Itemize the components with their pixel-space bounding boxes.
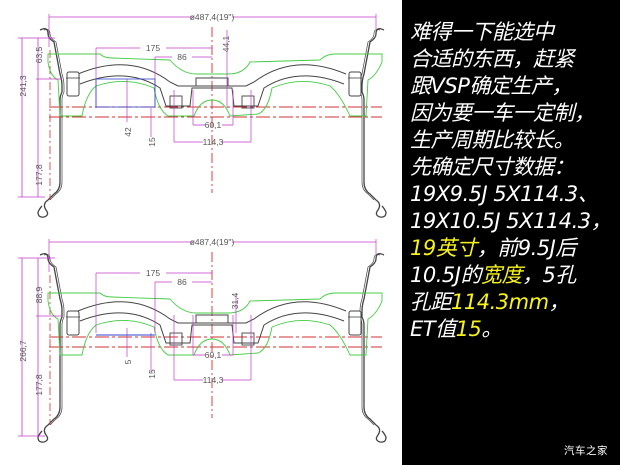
drawing-front-wheel: ø487,4(19") 175 86 44,1 241,3 63,5 177,8 42 15 60… xyxy=(18,12,387,218)
highlight-text: 宽度 xyxy=(480,263,523,287)
watermark: 汽车之家 xyxy=(564,445,608,457)
panel-line: 19X9.5J 5X114.3、 xyxy=(410,182,599,206)
panel-text: ，前9.5J后 xyxy=(476,236,577,260)
panel-line: 合适的东西，赶紧 xyxy=(410,47,575,71)
wheel-face-profile xyxy=(47,292,383,356)
panel-line: 跟VSP确定生产， xyxy=(410,74,572,98)
dim-diameter: ø487,4(19") xyxy=(190,12,235,22)
dim-left-upper: 88,9 xyxy=(34,286,44,303)
rim-right-inner xyxy=(359,254,381,426)
dim-175: 175 xyxy=(146,268,160,278)
panel-line: 19英寸，前9.5J后 xyxy=(410,236,576,260)
panel-text: 因为要一车一定制， xyxy=(410,101,595,125)
panel-line: 难得一下能选中 xyxy=(410,20,554,44)
lug-boss-right xyxy=(241,332,255,346)
panel-text: 合适的东西，赶紧 xyxy=(410,47,575,71)
panel-line: 先确定尺寸数据： xyxy=(410,155,575,179)
dim-small-a: 5 xyxy=(123,359,133,364)
panel-text: 19X9.5J 5X114.3、 xyxy=(410,182,599,206)
text-panel: 难得一下能选中合适的东西，赶紧跟VSP确定生产， 因为要一车一定制， 生产周期比较长… xyxy=(402,0,620,465)
wheel-face-profile xyxy=(47,53,383,117)
lug-boss-right xyxy=(241,95,255,109)
wheel-drawing-area: ø487,4(19") 175 86 44,1 241,3 63,5 177,8 42 15 60… xyxy=(18,12,387,443)
panel-text: 孔距 xyxy=(410,290,452,314)
dim-small-b: 15 xyxy=(147,137,157,147)
rim-left-inner xyxy=(43,29,65,201)
highlight-text: 114.3mm xyxy=(451,290,549,314)
bolt-left xyxy=(66,310,80,336)
dim-left-lower: 177,8 xyxy=(34,374,44,396)
rim-right-outline xyxy=(361,253,387,443)
dim-left-total: 266,7 xyxy=(18,340,28,362)
dim-175: 175 xyxy=(146,43,160,53)
panel-text: ， xyxy=(548,290,570,314)
spoke-lower xyxy=(79,312,345,344)
panel-text: 。 xyxy=(481,317,502,341)
dim-small-b: 15 xyxy=(147,369,157,379)
dim-pcd: 114,3 xyxy=(203,375,224,385)
panel-text: 先确定尺寸数据： xyxy=(410,155,575,179)
panel-line: 10.5J的宽度，5孔 xyxy=(410,263,576,287)
lug-boss-left xyxy=(169,95,183,109)
dim-left-upper: 63,5 xyxy=(34,46,44,63)
panel-line: 因为要一车一定制， xyxy=(410,101,595,125)
spoke-lower xyxy=(79,75,345,107)
panel-text: ，5孔 xyxy=(521,263,576,287)
wheel-cross-section-drawings: ø487,4(19") 175 86 44,1 241,3 63,5 177,8 42 15 60… xyxy=(18,12,387,443)
lug-boss-left xyxy=(169,332,183,346)
dim-bore: 60,1 xyxy=(205,350,222,360)
panel-line: 19X10.5J 5X114.3， xyxy=(410,209,612,233)
dim-diameter: ø487,4(19") xyxy=(190,237,235,247)
dim-86: 86 xyxy=(177,277,187,287)
bolt-right xyxy=(348,310,362,336)
dim-offset: 31,4 xyxy=(230,292,240,309)
rim-left-outline xyxy=(37,253,63,443)
rim-left-inner xyxy=(43,254,65,426)
rim-right-inner xyxy=(359,29,381,201)
highlight-text: 15 xyxy=(455,317,482,341)
rim-right-outline xyxy=(361,28,387,218)
dim-86: 86 xyxy=(177,52,187,62)
blue-region xyxy=(95,78,156,108)
panel-text: 生产周期比较长。 xyxy=(410,128,575,152)
drawing-rear-wheel: ø487,4(19") 175 86 31,4 266,7 88,9 177,8 5 15 60,… xyxy=(18,237,387,443)
panel-text: 跟VSP确定生产， xyxy=(410,74,572,98)
panel-line: 孔距114.3mm， xyxy=(410,290,570,314)
hub-cap xyxy=(195,314,229,324)
panel-text: 19X10.5J 5X114.3， xyxy=(410,209,612,233)
dim-small-a: 42 xyxy=(123,127,133,137)
panel-line: 生产周期比较长。 xyxy=(410,128,575,152)
highlight-text: 19英寸 xyxy=(410,236,477,260)
dim-bore: 60,1 xyxy=(205,120,222,130)
bolt-left xyxy=(66,71,80,97)
dim-left-lower: 177,8 xyxy=(34,164,44,186)
bolt-right xyxy=(348,71,362,97)
panel-text: 难得一下能选中 xyxy=(410,20,554,44)
rim-left-outline xyxy=(37,28,63,218)
panel-line: ET值15。 xyxy=(410,317,502,341)
panel-text: 10.5J的 xyxy=(410,263,481,287)
hub-cap xyxy=(195,77,229,87)
dim-left-total: 241,3 xyxy=(18,75,28,97)
dim-pcd: 114,3 xyxy=(203,137,224,147)
panel-text: ET值 xyxy=(410,317,456,341)
dim-offset: 44,1 xyxy=(221,35,231,52)
